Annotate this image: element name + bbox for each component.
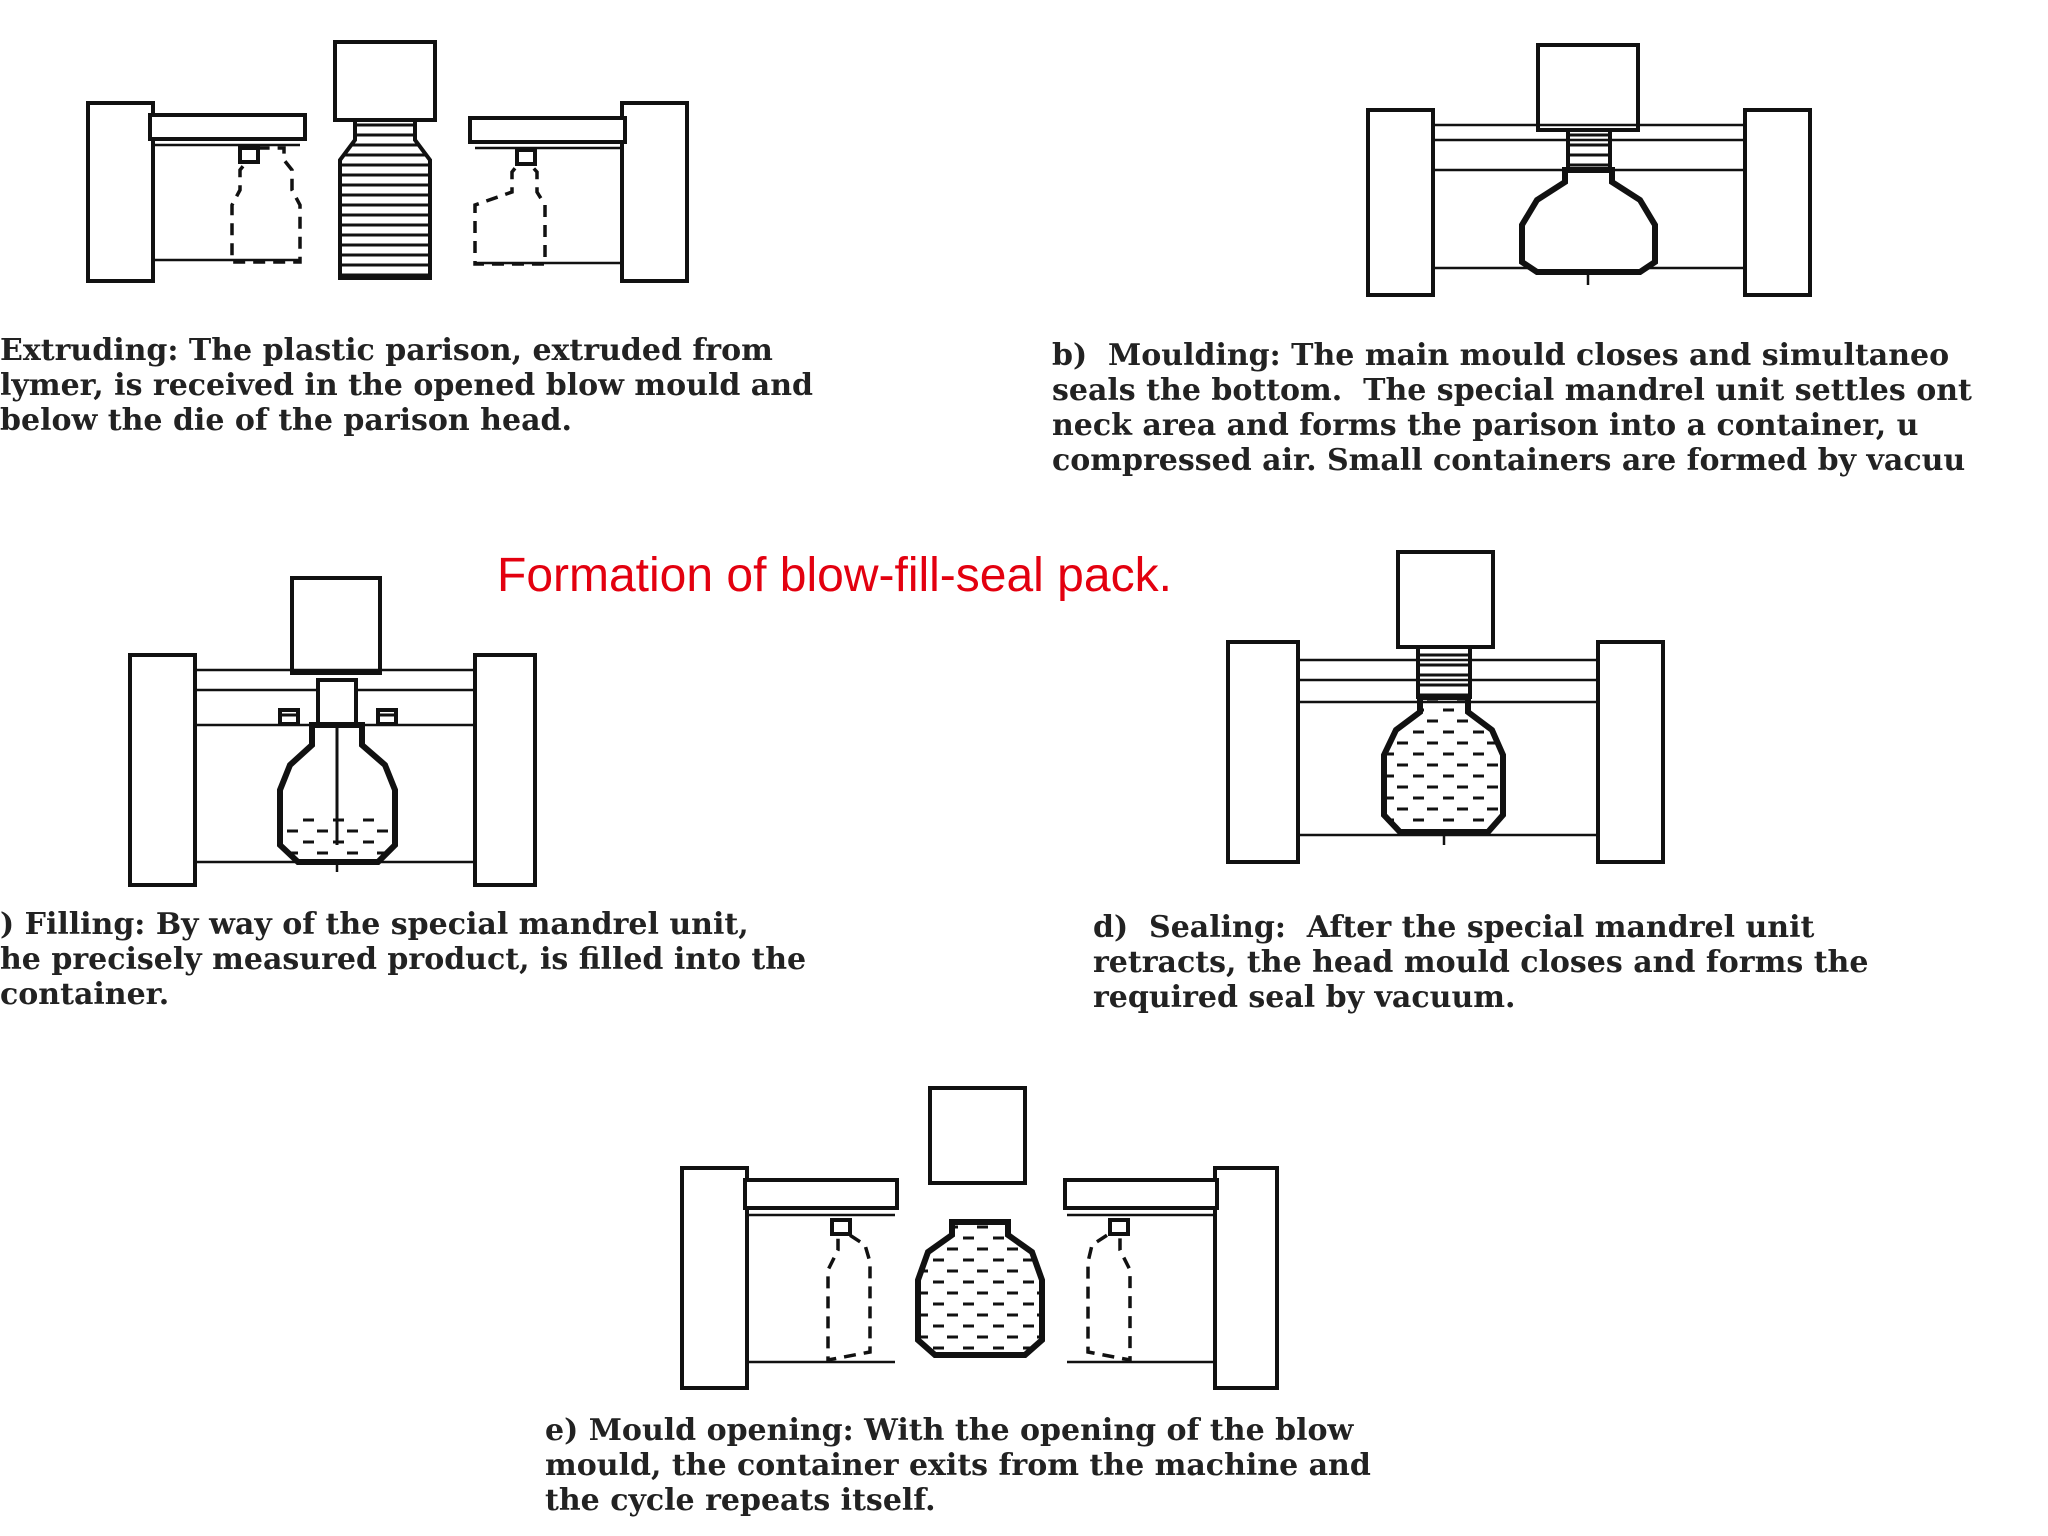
parison-head xyxy=(290,576,382,675)
left-mould-bar xyxy=(148,113,307,141)
step-a-extruding-figure xyxy=(86,40,689,283)
right-mould-bar xyxy=(1063,1178,1219,1210)
sealed-neck xyxy=(1416,645,1472,699)
right-mould-frame xyxy=(620,101,689,283)
filled-container xyxy=(1381,694,1506,835)
left-mould-frame xyxy=(1366,108,1435,297)
caption-line: lymer, is received in the opened blow mo… xyxy=(0,368,813,403)
diagram-title: Formation of blow-fill-seal pack. xyxy=(497,549,1172,602)
caption-line: d) Sealing: After the special mandrel un… xyxy=(1093,910,1815,945)
caption-line: container. xyxy=(0,977,170,1012)
right-mould-frame xyxy=(1213,1166,1279,1390)
right-mould-frame xyxy=(1596,640,1665,864)
mandrel-unit xyxy=(316,678,358,732)
parison-head xyxy=(333,40,437,122)
caption-line: seals the bottom. The special mandrel un… xyxy=(1052,373,1972,408)
right-mould-frame xyxy=(473,653,537,887)
parison-head xyxy=(1536,43,1640,132)
caption-line: he precisely measured product, is filled… xyxy=(0,942,807,977)
parison-head xyxy=(1396,550,1495,649)
right-mould-bar xyxy=(468,116,627,144)
left-mould-frame xyxy=(680,1166,749,1390)
caption-line: retracts, the head mould closes and form… xyxy=(1093,945,1869,980)
left-mould-frame xyxy=(86,101,155,283)
step-c-filling-figure xyxy=(128,576,537,887)
caption-line: below the die of the parison head. xyxy=(0,403,572,438)
caption-line: compressed air. Small containers are for… xyxy=(1052,443,1966,478)
left-mould-frame xyxy=(128,653,197,887)
caption-line: e) Mould opening: With the opening of th… xyxy=(545,1413,1354,1448)
left-mould-cavity xyxy=(826,1217,872,1363)
caption-line: required seal by vacuum. xyxy=(1093,980,1516,1015)
right-mould-frame xyxy=(1743,108,1812,297)
left-mould-bar xyxy=(743,1178,899,1210)
formed-container xyxy=(1519,167,1658,275)
step-b-moulding-figure xyxy=(1366,43,1812,297)
step-b-caption: b) Moulding: The main mould closes and s… xyxy=(1052,338,2048,478)
step-d-sealing-figure xyxy=(1226,550,1665,864)
step-e-mould-opening-figure xyxy=(680,1086,1279,1390)
caption-line: the cycle repeats itself. xyxy=(545,1483,936,1518)
left-mould-frame xyxy=(1226,640,1300,864)
step-a-caption: Extruding: The plastic parison, extruded… xyxy=(0,333,990,438)
caption-line: b) Moulding: The main mould closes and s… xyxy=(1052,338,1950,373)
right-mould-cavity xyxy=(473,148,547,266)
parison xyxy=(338,118,432,280)
step-c-caption: ) Filling: By way of the special mandrel… xyxy=(0,907,910,1012)
step-d-caption: d) Sealing: After the special mandrel un… xyxy=(1093,910,2013,1015)
left-mould-cavity xyxy=(230,146,302,264)
parison-head xyxy=(928,1086,1027,1185)
step-e-caption: e) Mould opening: With the opening of th… xyxy=(545,1413,1485,1518)
caption-line: Extruding: The plastic parison, extruded… xyxy=(0,333,773,368)
caption-line: ) Filling: By way of the special mandrel… xyxy=(0,907,749,942)
caption-line: neck area and forms the parison into a c… xyxy=(1052,408,1919,443)
mandrel-unit xyxy=(1566,128,1612,174)
caption-line: mould, the container exits from the mach… xyxy=(545,1448,1371,1483)
finished-container xyxy=(915,1219,1045,1358)
right-mould-cavity xyxy=(1086,1211,1132,1363)
